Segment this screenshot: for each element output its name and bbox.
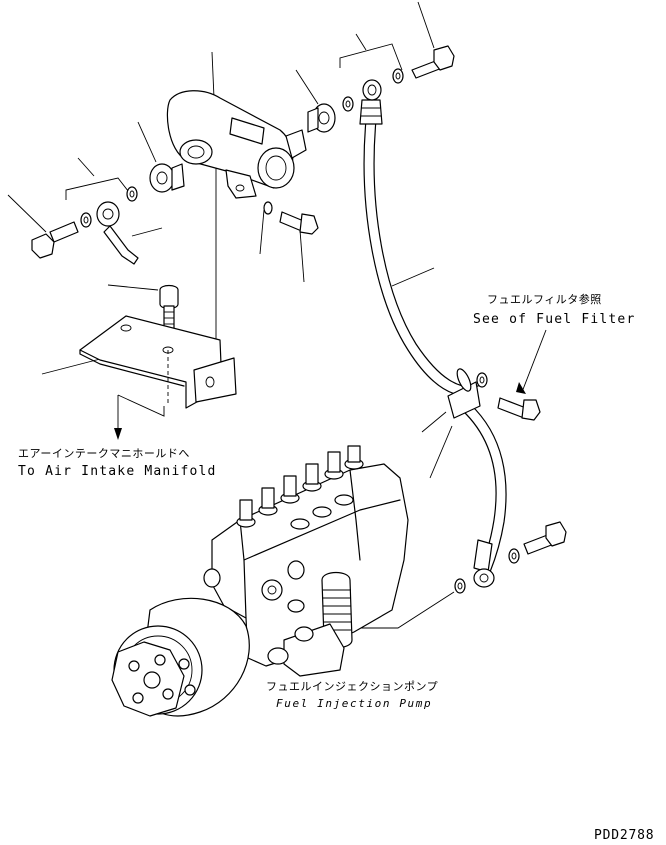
- delivery-valves: [236, 445, 364, 530]
- valve-body: [166, 90, 307, 199]
- pump-drive-flange: [111, 597, 250, 717]
- fuel-filter-label-en: See of Fuel Filter: [473, 312, 636, 327]
- fuel-filter-label-ja: フュエルフィルタ参照: [487, 293, 602, 306]
- banjo-bolt-upper: [342, 45, 455, 112]
- air-intake-label-ja: エアーインテークマニホールドへ: [18, 447, 190, 460]
- air-intake-arrow-icon: [114, 428, 122, 440]
- air-intake-label-en: To Air Intake Manifold: [18, 464, 217, 479]
- governor-housing: [267, 571, 353, 677]
- mounting-bracket: [79, 315, 237, 417]
- valve-fitting-right: [307, 103, 336, 133]
- fuel-injection-pump: [111, 445, 409, 717]
- injection-pump-label-ja: フュエルインジェクションポンプ: [266, 680, 439, 693]
- clamp-bolt: [497, 397, 541, 421]
- left-fitting-stack: [31, 163, 185, 265]
- fuel-hose: [359, 79, 507, 588]
- fuel-filter-arrow-icon: [516, 382, 526, 394]
- drawing-code: PDD2788: [594, 828, 655, 843]
- injection-pump-label-en: Fuel Injection Pump: [276, 697, 433, 710]
- hose-clamp: [447, 368, 488, 419]
- leader-lines: [7, 1, 547, 629]
- banjo-bolt-lower: [454, 521, 567, 594]
- bracket-bolt: [159, 284, 179, 331]
- valve-bolt: [263, 201, 319, 235]
